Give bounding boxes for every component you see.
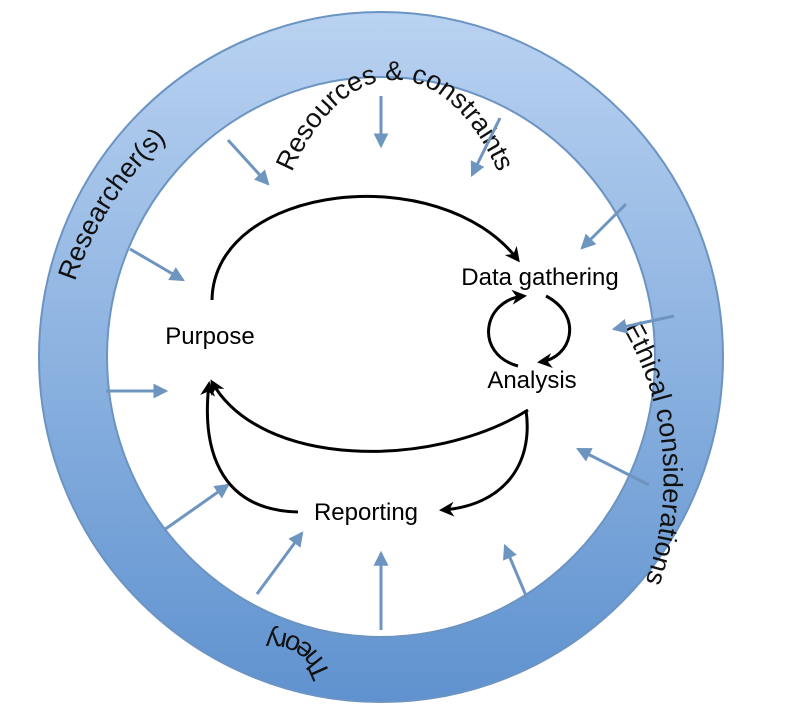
inward-arrow: [163, 483, 230, 532]
flow-arrow-data-to-analysis: [537, 294, 572, 368]
node-analysis: Analysis: [487, 367, 576, 394]
inward-arrow: [503, 543, 529, 599]
flow-arrow-purpose-to-data: [210, 194, 520, 301]
inward-arrow: [611, 314, 675, 334]
node-reporting: Reporting: [314, 499, 418, 526]
flow-arrow-analysis-to-purpose: [210, 379, 529, 453]
flow-arrow-analysis-to-reporting: [439, 409, 529, 517]
flow-arrow-analysis-to-data: [487, 289, 527, 368]
inward-arrow: [255, 531, 304, 595]
inward-arrow: [575, 447, 650, 487]
inward-arrows: [106, 96, 675, 630]
inward-arrow: [580, 202, 628, 250]
inward-arrow: [129, 247, 185, 282]
outer-ring: [37, 11, 725, 703]
node-data-gathering: Data gathering: [461, 264, 618, 291]
node-purpose: Purpose: [165, 323, 254, 350]
inward-arrow: [226, 138, 270, 186]
process-flow: [200, 194, 572, 517]
flow-arrow-reporting-to-purpose: [200, 381, 299, 514]
inward-arrow: [470, 117, 502, 178]
